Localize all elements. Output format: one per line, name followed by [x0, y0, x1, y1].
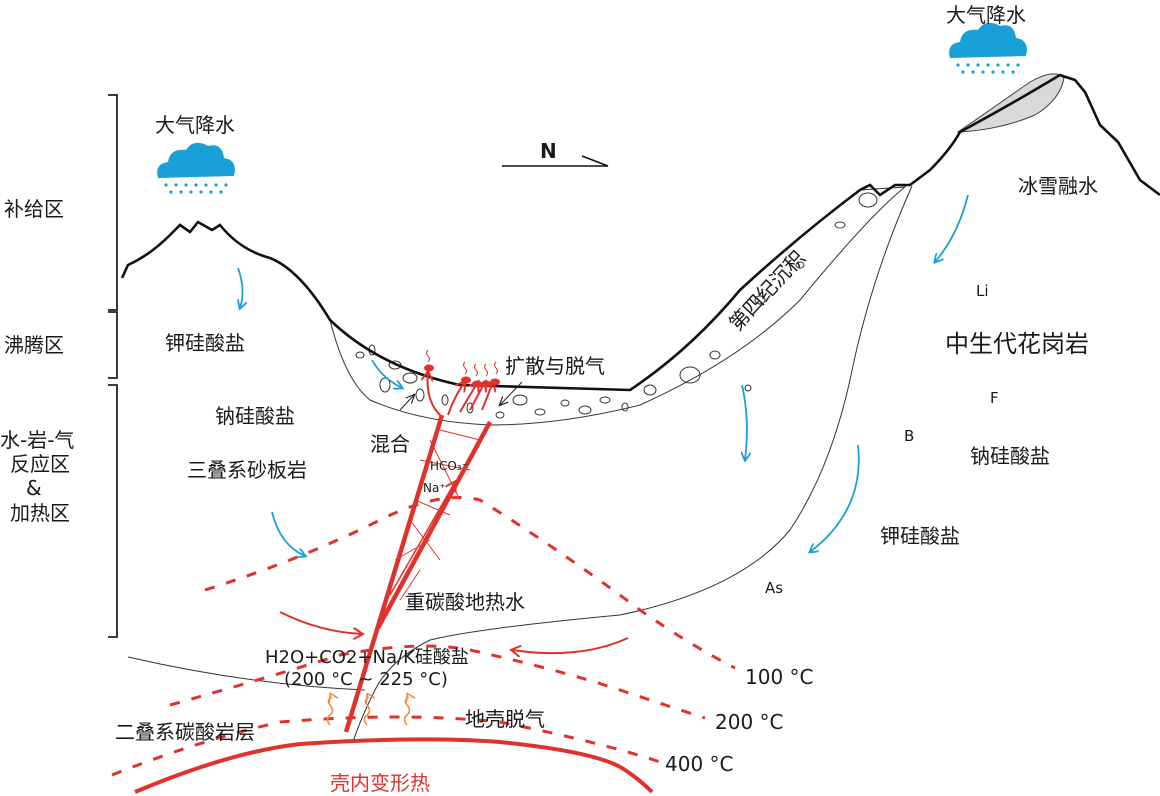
zone-boiling: 沸腾区 — [4, 333, 64, 357]
label-deformation-heat: 壳内变形热 — [330, 771, 430, 795]
degassing-arrows — [326, 697, 410, 726]
zone-reaction-1: 水-岩-气 — [0, 428, 74, 452]
label-k-silicate-right: 钾硅酸盐 — [880, 524, 960, 548]
label-precip-right: 大气降水 — [946, 3, 1026, 27]
label-crust-degassing: 地壳脱气 — [465, 707, 545, 731]
label-na: Na⁺ — [423, 481, 446, 495]
label-b: B — [904, 427, 914, 445]
label-permian: 二叠系碳酸岩层 — [115, 720, 255, 744]
label-reaction-temp: (200 °C ~ 225 °C) — [284, 669, 448, 690]
label-na-silicate-right: 钠硅酸盐 — [970, 444, 1050, 468]
north-label: N — [540, 139, 557, 163]
label-na-silicate-left: 钠硅酸盐 — [215, 404, 295, 428]
water-flow-arrows — [238, 194, 969, 556]
pointer-arrows — [399, 381, 523, 411]
label-li: Li — [976, 282, 989, 300]
label-mixing: 混合 — [370, 432, 410, 456]
rain-cloud-icon — [949, 22, 1027, 74]
label-isotherm-400: 400 °C — [665, 752, 734, 776]
label-diffusion: 扩散与脱气 — [505, 354, 605, 378]
isotherm-100 — [204, 496, 736, 670]
north-arrow-icon — [502, 155, 609, 167]
label-f: F — [990, 389, 999, 407]
permian-boundary — [127, 656, 366, 691]
zone-brackets — [108, 94, 118, 638]
gravel-clasts — [355, 192, 878, 419]
label-granite: 中生代花岗岩 — [945, 330, 1089, 358]
zone-reaction-2: 反应区 — [10, 452, 70, 476]
label-triassic: 三叠系砂板岩 — [187, 458, 307, 482]
isotherms — [111, 496, 736, 777]
label-hco3: HCO₃⁻ — [430, 459, 468, 473]
isotherm-400 — [111, 715, 661, 777]
label-precip-left: 大气降水 — [155, 113, 235, 137]
label-k-silicate-left: 钾硅酸盐 — [165, 331, 245, 355]
zone-recharge: 补给区 — [4, 197, 64, 221]
zone-reaction-4: 加热区 — [10, 501, 70, 525]
heat-flow-arrows — [279, 611, 629, 653]
deformation-heat-boundary — [134, 737, 654, 794]
rain-cloud-icon — [157, 142, 235, 194]
zone-reaction-3: & — [26, 476, 42, 500]
terrain-surface — [120, 73, 1160, 392]
label-isotherm-100: 100 °C — [745, 665, 814, 689]
label-bicarbonate-water: 重碳酸地热水 — [405, 590, 525, 614]
granite-boundary — [352, 185, 913, 743]
label-isotherm-200: 200 °C — [715, 710, 784, 734]
label-reaction-formula: H2O+CO2+Na/K硅酸盐 — [265, 647, 469, 668]
label-as: As — [765, 579, 783, 597]
fault-zone — [343, 349, 500, 733]
label-snowmelt: 冰雪融水 — [1018, 174, 1098, 198]
